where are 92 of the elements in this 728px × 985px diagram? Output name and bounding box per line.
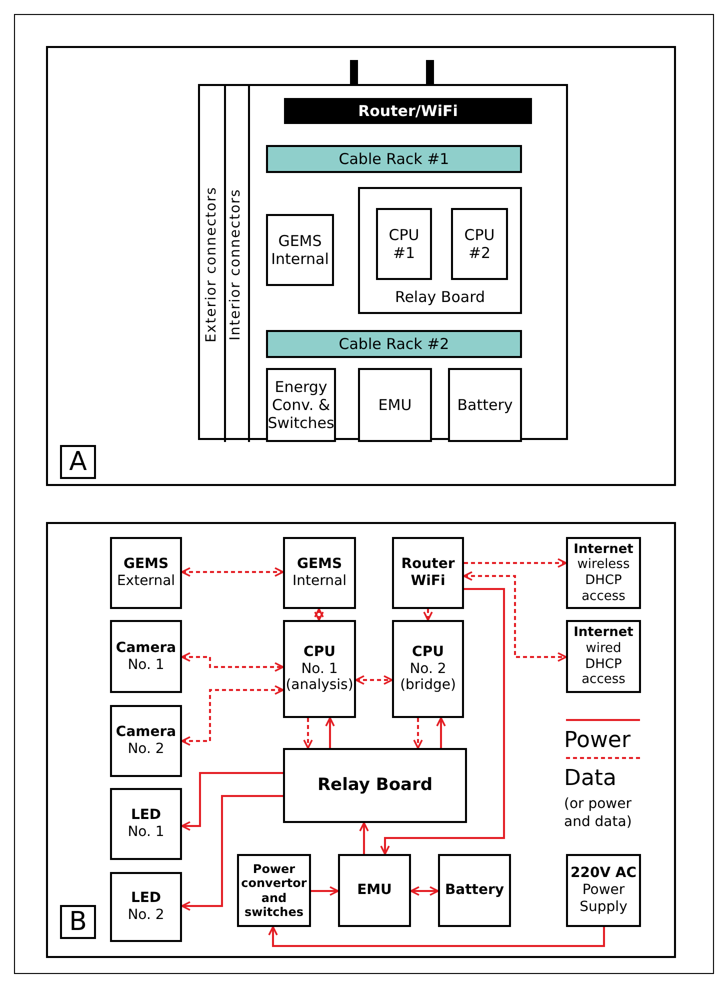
box-label: Cable Rack #2 — [338, 335, 450, 353]
box-label: Internet — [572, 542, 634, 558]
arrow — [181, 567, 284, 577]
component-box — [266, 214, 334, 286]
arrow — [436, 717, 446, 748]
arrow — [464, 558, 567, 568]
arrow — [181, 795, 283, 911]
component-box — [110, 620, 182, 693]
box-label: Router WiFi — [400, 556, 456, 590]
router-bar — [284, 98, 532, 124]
enclosure-box — [198, 84, 568, 440]
box-label: No. 2 (bridge) — [399, 660, 457, 694]
component-box — [266, 368, 336, 442]
arrow — [325, 717, 335, 748]
box-label: 220V AC — [569, 865, 638, 882]
component-box — [110, 872, 182, 942]
component-box — [392, 620, 464, 718]
component-box — [283, 620, 356, 718]
component-box — [237, 854, 311, 927]
component-box — [283, 748, 467, 823]
box-label: CPU — [302, 644, 336, 661]
box-label: Camera — [114, 724, 178, 741]
arrow — [463, 571, 567, 662]
band-label: Interior connectors — [226, 188, 244, 340]
box-label: wired DHCP access — [580, 640, 626, 688]
component-box — [451, 208, 508, 280]
box-label: Battery — [444, 882, 506, 899]
box-label: No. 2 — [126, 741, 166, 758]
box-label: Energy Conv. & Switches — [266, 378, 336, 432]
legend-text: Power — [564, 730, 631, 752]
cable-rack-bar — [266, 330, 522, 358]
box-label: EMU — [377, 396, 413, 414]
box-label: wireless DHCP access — [576, 557, 631, 604]
box-label: Relay Board — [394, 288, 486, 306]
box-label: CPU #1 — [388, 226, 420, 262]
arrow — [359, 822, 369, 854]
arrow — [314, 608, 324, 621]
component-box — [566, 537, 641, 609]
box-label: LED — [130, 807, 162, 824]
arrow — [355, 675, 393, 685]
legend-text: Data — [564, 768, 617, 790]
component-box — [438, 854, 511, 927]
arrow — [311, 886, 339, 896]
box-label: External — [116, 573, 176, 590]
component-box — [566, 854, 641, 927]
arrow — [423, 609, 433, 621]
band-label: Exterior connectors — [202, 186, 220, 342]
box-label: Battery — [456, 396, 514, 414]
box-label: GEMS Internal — [270, 232, 330, 268]
arrow — [303, 718, 313, 749]
arrow — [380, 588, 505, 855]
arrow — [410, 886, 439, 896]
box-label: Power convertor and switches — [240, 862, 308, 920]
box-label: CPU #2 — [463, 226, 496, 262]
box-label: No. 1 — [126, 824, 166, 841]
box-label: CPU — [411, 644, 445, 661]
box-label: Router/WiFi — [357, 102, 459, 120]
relay-board-box — [358, 187, 522, 314]
component-box — [392, 537, 464, 609]
component-box — [283, 537, 356, 609]
box-label: GEMS — [296, 556, 344, 573]
arrow — [413, 718, 423, 749]
box-label: Internet — [572, 625, 634, 641]
component-box — [110, 537, 182, 609]
box-label: EMU — [356, 882, 393, 899]
box-label: Camera — [114, 640, 178, 656]
box-label: Relay Board — [316, 775, 434, 796]
component-box — [566, 620, 641, 693]
component-box — [358, 368, 432, 442]
arrow — [181, 772, 283, 831]
box-label: No. 1 (analysis) — [284, 660, 354, 694]
box-label: A — [68, 449, 88, 475]
arrow — [181, 685, 284, 746]
box-label: No. 1 — [126, 656, 166, 674]
box-label: Cable Rack #1 — [338, 150, 450, 168]
box-label: No. 2 — [126, 907, 166, 924]
component-box — [110, 788, 182, 860]
box-label: B — [68, 909, 88, 935]
legend-note: (or power and data) — [564, 795, 633, 832]
panel-tag — [60, 445, 96, 479]
box-label: Internal — [292, 573, 348, 590]
box-label: Power Supply — [578, 882, 628, 916]
component-box — [376, 208, 432, 280]
box-label: LED — [130, 890, 162, 907]
component-box — [448, 368, 522, 442]
component-box — [338, 854, 411, 927]
box-label: GEMS — [122, 556, 170, 573]
cable-rack-bar — [266, 145, 522, 173]
arrow — [268, 926, 605, 947]
panel-tag — [60, 905, 96, 939]
component-box — [110, 705, 182, 777]
arrow — [181, 652, 284, 672]
